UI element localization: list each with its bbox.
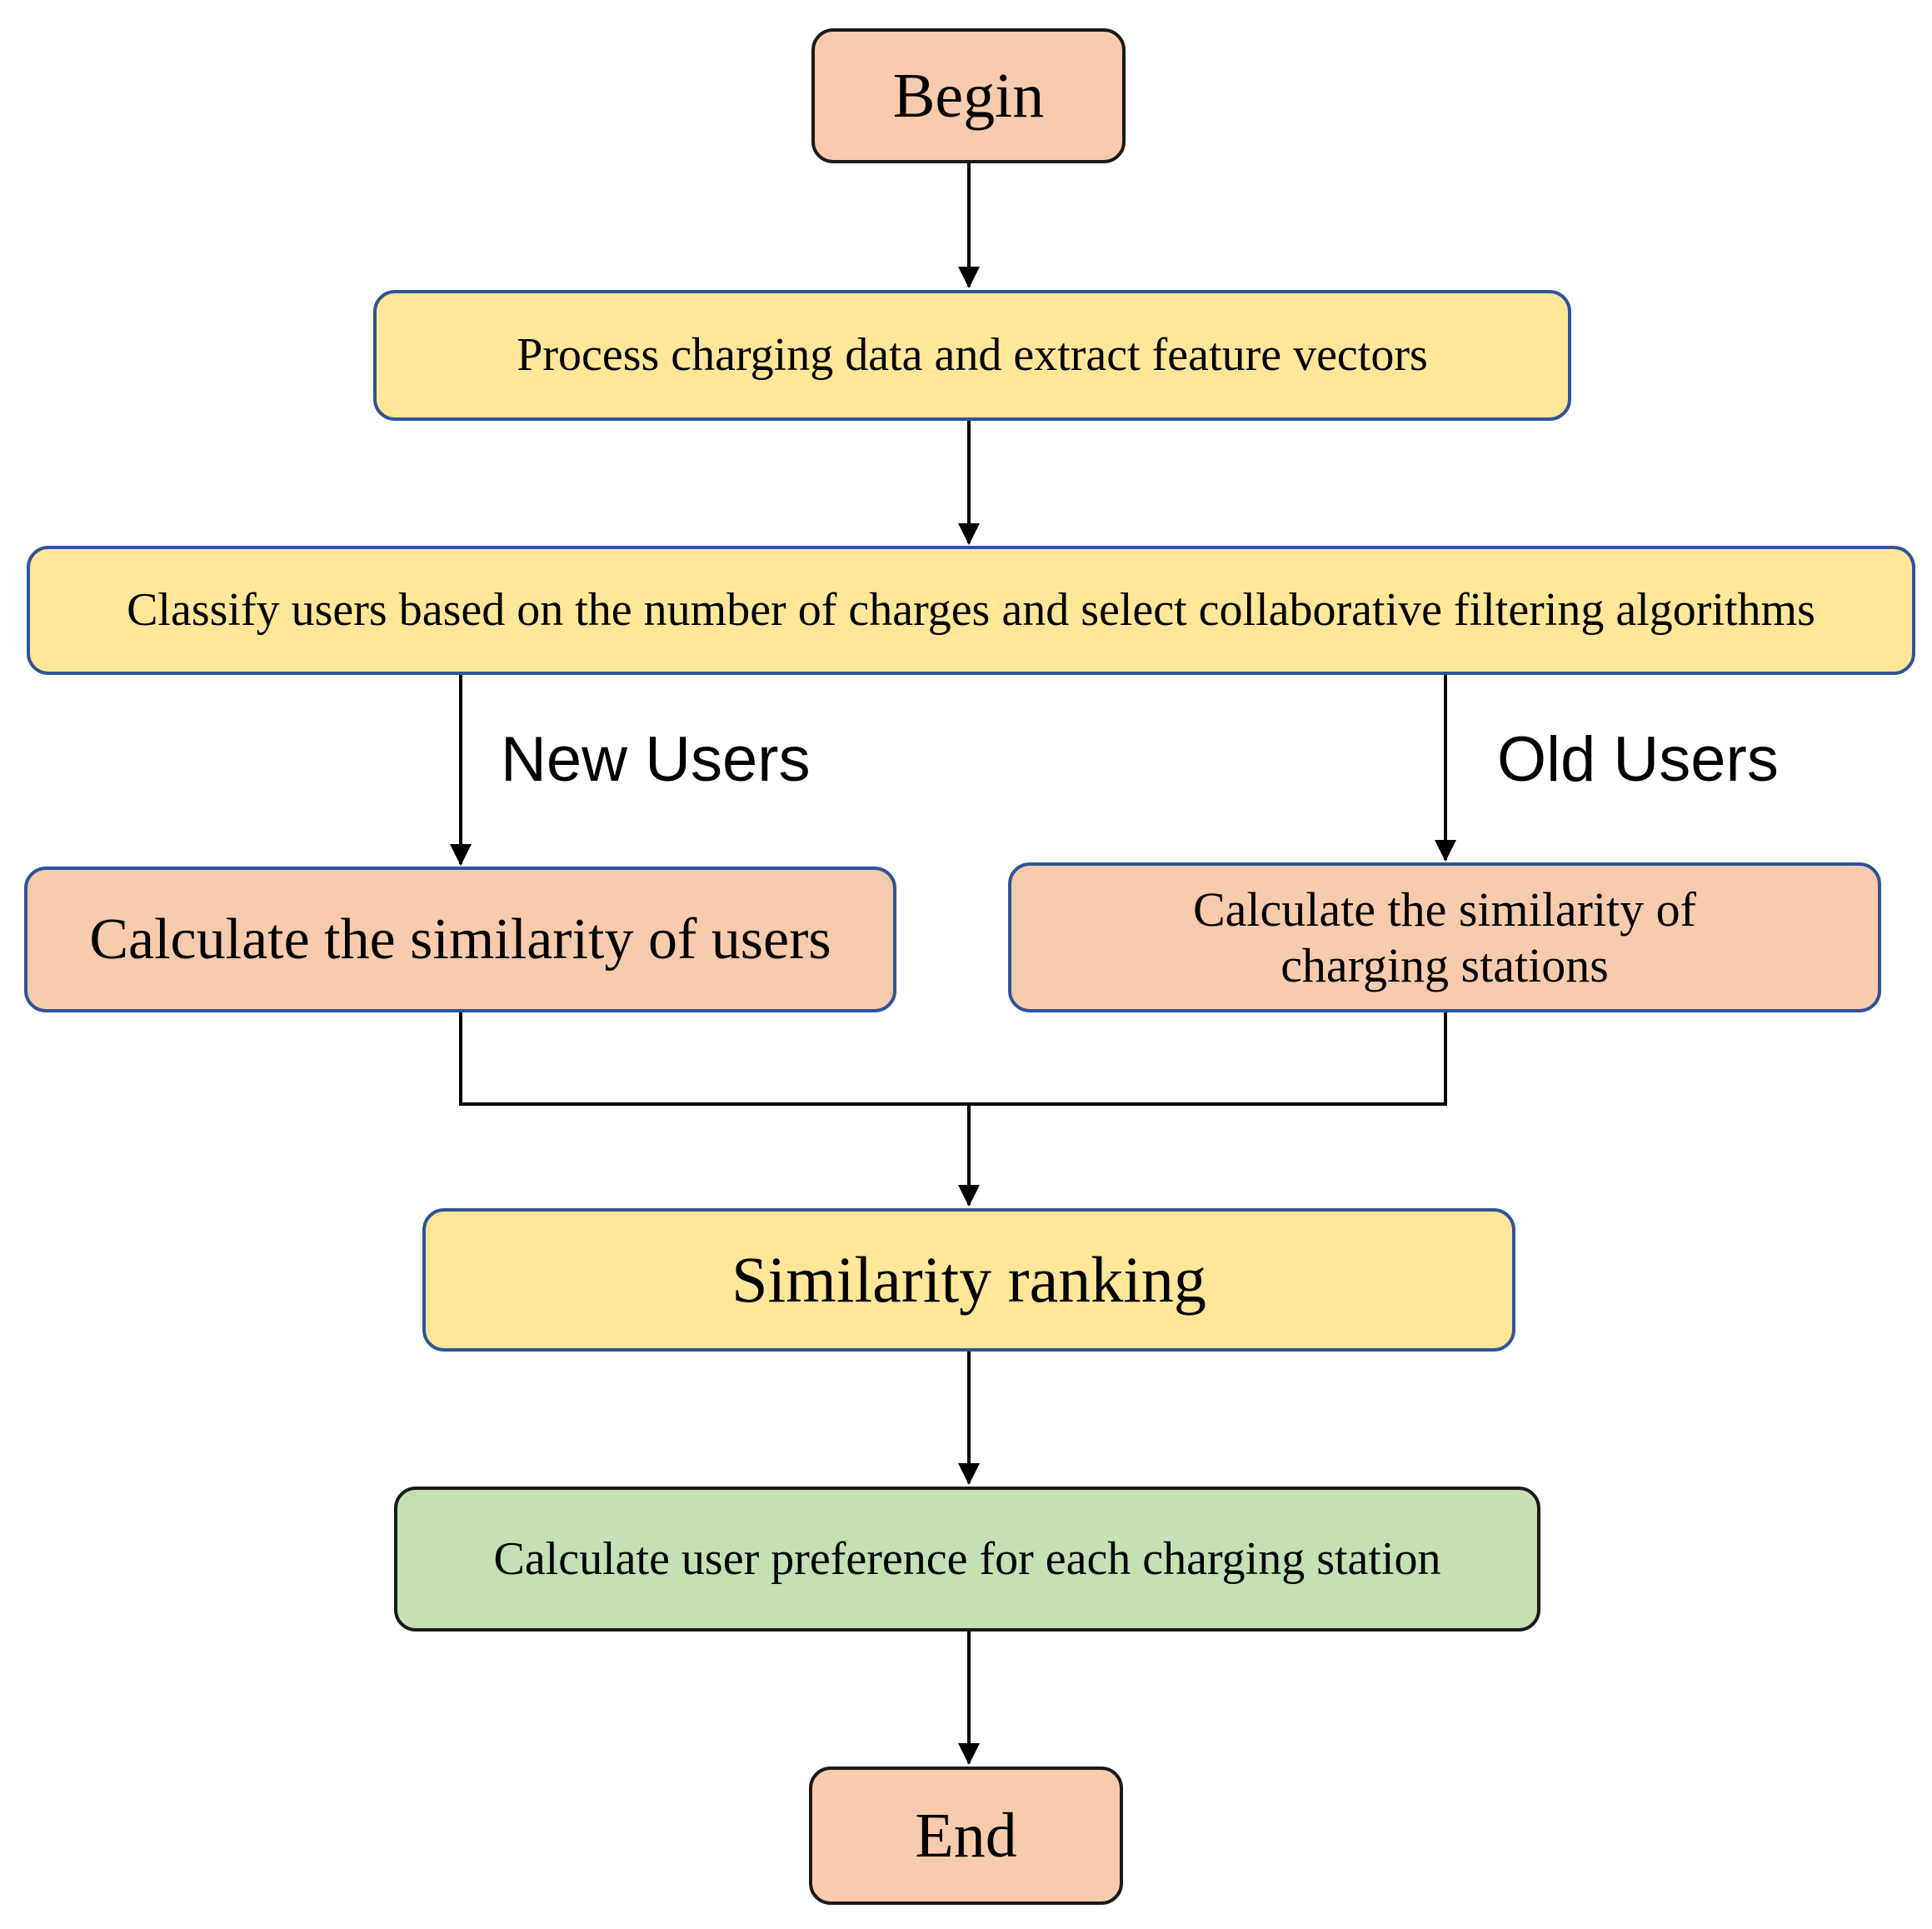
- merge-line: [459, 1012, 1447, 1106]
- arrowhead-station-similarity: [1435, 840, 1456, 862]
- end-node: End: [809, 1767, 1123, 1905]
- classify-users-node: Classify users based on the number of ch…: [27, 546, 1915, 675]
- user-preference-node: Calculate user preference for each charg…: [394, 1487, 1540, 1632]
- station-similarity-label: Calculate the similarity of charging sta…: [1193, 882, 1696, 992]
- end-label: End: [915, 1800, 1017, 1871]
- new-users-label: New Users: [501, 724, 811, 795]
- arrowhead-classify: [958, 523, 980, 545]
- user-preference-label: Calculate user preference for each charg…: [493, 1532, 1441, 1585]
- process-data-node: Process charging data and extract featur…: [373, 290, 1571, 421]
- arrowhead-ranking: [958, 1185, 980, 1207]
- arrowhead-preference: [958, 1463, 980, 1485]
- user-similarity-node: Calculate the similarity of users: [24, 867, 896, 1012]
- similarity-ranking-node: Similarity ranking: [422, 1208, 1515, 1352]
- arrowhead-end: [958, 1743, 980, 1765]
- classify-users-label: Classify users based on the number of ch…: [127, 584, 1815, 637]
- arrowhead-process: [958, 267, 980, 288]
- begin-node: Begin: [811, 28, 1126, 163]
- begin-label: Begin: [892, 60, 1045, 131]
- process-data-label: Process charging data and extract featur…: [517, 329, 1428, 382]
- station-similarity-node: Calculate the similarity of charging sta…: [1008, 862, 1881, 1012]
- arrowhead-user-similarity: [450, 844, 472, 866]
- user-similarity-label: Calculate the similarity of users: [89, 907, 831, 972]
- similarity-ranking-label: Similarity ranking: [731, 1242, 1206, 1316]
- old-users-label: Old Users: [1497, 724, 1779, 795]
